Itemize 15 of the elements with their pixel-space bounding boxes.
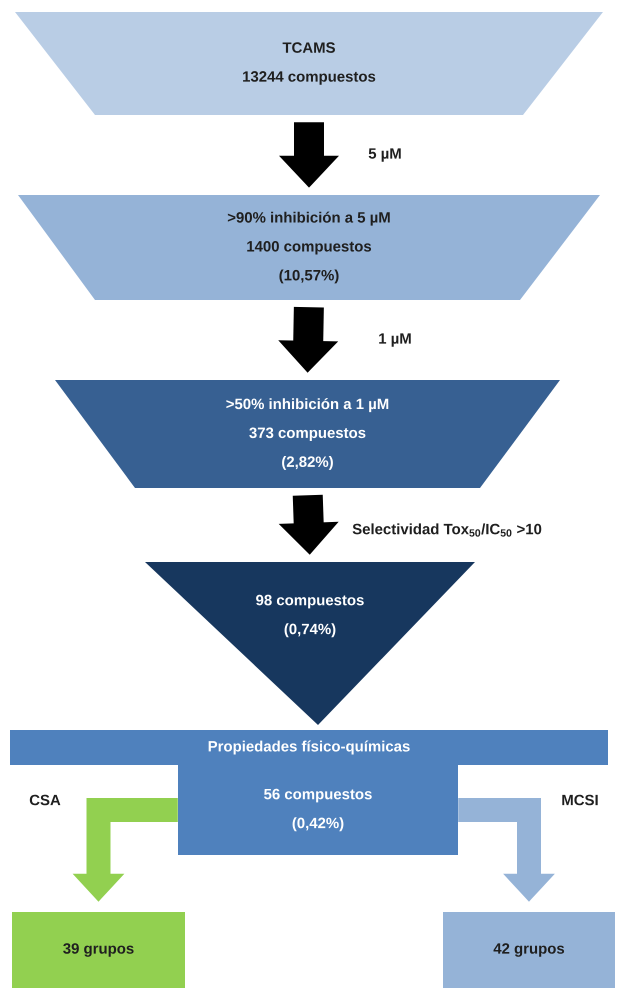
funnel-triangle: 98 compuestos (0,74%) <box>145 562 475 725</box>
node-label: (0,42%) <box>292 817 344 832</box>
funnel-stage: >90% inhibición a 5 µM 1400 compuestos (10,57%) <box>18 195 600 300</box>
edge-label: Selectividad Tox$_{50}$/IC$_{50}$ >10 <box>352 523 542 537</box>
edge-label: MCSI <box>562 794 598 806</box>
group-box: 42 grupos <box>443 912 615 988</box>
funnel-stage: TCAMS 13244 compuestos <box>15 12 603 115</box>
property-band: Propiedades físico-químicas <box>10 730 608 765</box>
edge-label: 5 µM <box>368 148 401 162</box>
group-box: 39 grupos <box>12 912 185 988</box>
funnel-stage: >50% inhibición a 1 µM 373 compuestos (2,82%) <box>55 380 560 488</box>
result-box: 56 compuestos (0,42%) <box>178 765 458 855</box>
edge-label: CSA <box>30 794 60 806</box>
edge-label: 1 µM <box>379 333 411 347</box>
node-label: 56 compuestos <box>264 788 372 802</box>
